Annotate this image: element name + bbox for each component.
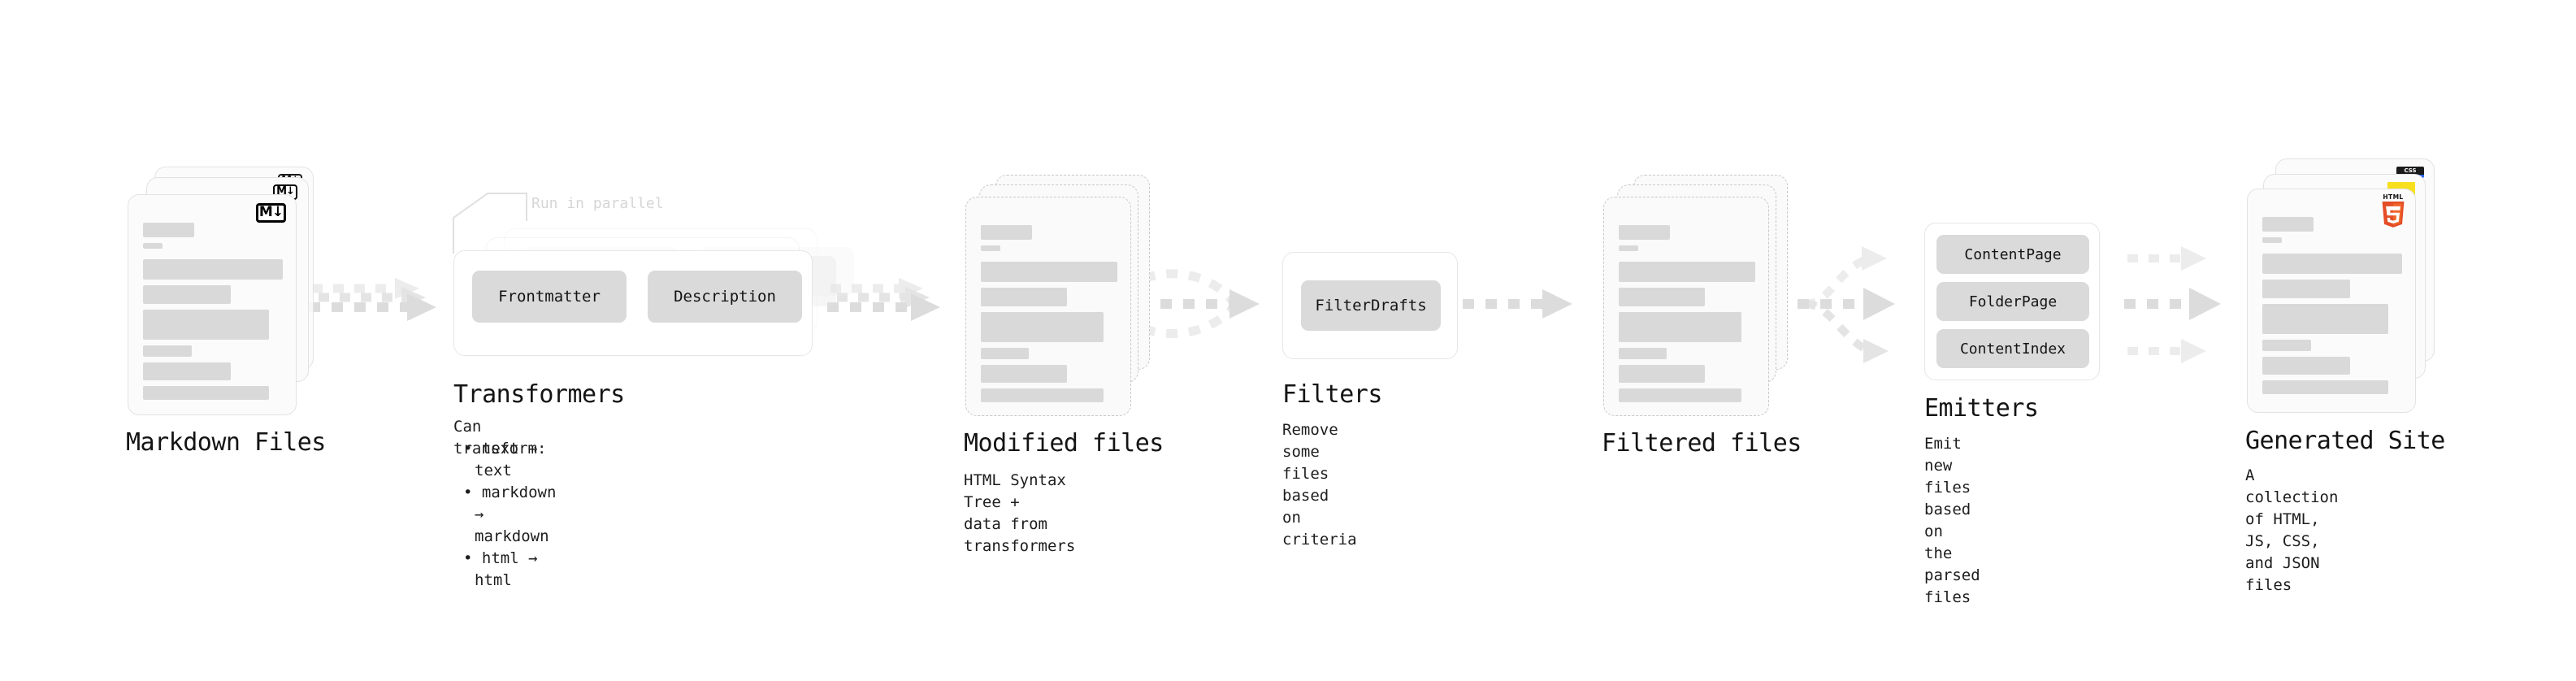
arrow-emitters-to-site bbox=[2124, 246, 2221, 363]
markdown-icon: M↓ bbox=[256, 203, 286, 223]
filter-pill-filterdrafts[interactable]: FilterDrafts bbox=[1301, 280, 1441, 331]
arrow-modified-to-filters bbox=[1138, 269, 1260, 339]
bullet-item: html → html bbox=[463, 548, 556, 592]
arrow-filtered-to-emitters bbox=[1798, 246, 1895, 363]
file-content-placeholder bbox=[2262, 217, 2402, 400]
file-content-placeholder bbox=[143, 223, 283, 406]
run-in-parallel-label: Run in parallel bbox=[531, 195, 664, 212]
markdown-file-card: M↓ bbox=[128, 194, 297, 415]
file-content-placeholder bbox=[1619, 225, 1755, 408]
transformer-pill-description[interactable]: Description bbox=[648, 271, 802, 323]
stage-title-markdown-files: Markdown Files bbox=[126, 428, 326, 457]
stage-title-generated-site: Generated Site bbox=[2245, 427, 2445, 455]
html5-shield-icon bbox=[2382, 201, 2405, 228]
stage-title-modified-files: Modified files bbox=[964, 429, 1164, 458]
transformers-bullet-list: text → text markdown → markdown html → h… bbox=[463, 438, 556, 592]
transformer-group: Frontmatter Description bbox=[453, 250, 813, 356]
arrow-filters-to-filtered bbox=[1463, 289, 1572, 319]
emitter-pill-folderpage[interactable]: FolderPage bbox=[1936, 282, 2089, 321]
stage-title-transformers: Transformers bbox=[453, 380, 625, 409]
emitter-pill-contentpage[interactable]: ContentPage bbox=[1936, 235, 2089, 274]
arrow-markdown-to-transformers bbox=[309, 278, 436, 321]
filtered-file-card bbox=[1603, 197, 1769, 416]
html5-icon: HTML bbox=[2379, 194, 2407, 230]
emitter-pill-contentindex[interactable]: ContentIndex bbox=[1936, 329, 2089, 368]
file-content-placeholder bbox=[981, 225, 1117, 408]
stage-subtitle-emitters: Emit new files based on the parsed files bbox=[1924, 435, 1980, 606]
bullet-item: markdown → markdown bbox=[463, 482, 556, 548]
site-file-card-html: HTML bbox=[2247, 189, 2416, 413]
modified-file-card bbox=[965, 197, 1131, 416]
emitters-group: ContentPage FolderPage ContentIndex bbox=[1924, 223, 2100, 380]
transformer-pill-frontmatter[interactable]: Frontmatter bbox=[472, 271, 627, 323]
stage-subtitle-modified-files: HTML Syntax Tree + data from transformer… bbox=[964, 471, 1076, 555]
filters-group: FilterDrafts bbox=[1282, 252, 1458, 359]
stage-title-filtered-files: Filtered files bbox=[1602, 429, 1802, 458]
stage-title-emitters: Emitters bbox=[1924, 394, 2039, 423]
bullet-item: text → text bbox=[463, 438, 556, 482]
stage-subtitle-filters: Remove some files based on criteria bbox=[1282, 421, 1357, 549]
stage-title-filters: Filters bbox=[1282, 380, 1382, 409]
stage-subtitle-generated-site: A collection of HTML, JS, CSS, and JSON … bbox=[2245, 466, 2339, 594]
